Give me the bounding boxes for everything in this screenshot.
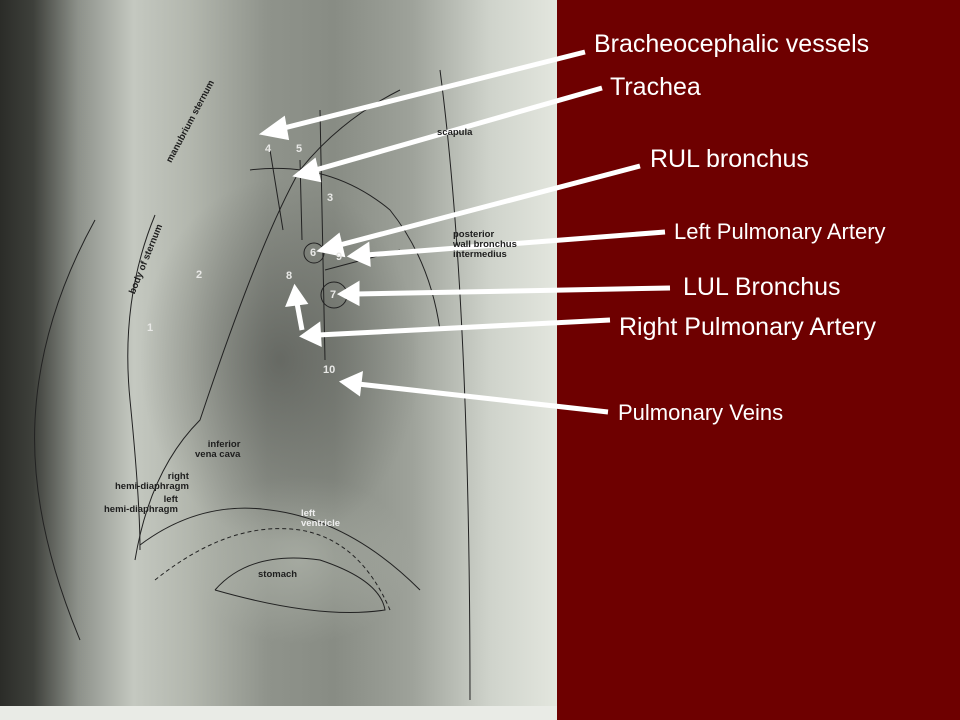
- label-left-pulmonary-artery: Left Pulmonary Artery: [674, 219, 886, 244]
- outline-sternum: [127, 214, 156, 551]
- lateral-chest-xray: [0, 0, 557, 720]
- arrow-rul: [335, 163, 641, 249]
- outline-lhd: [154, 528, 391, 611]
- arrow-lpa: [365, 229, 666, 258]
- arrow-pv: [357, 381, 609, 415]
- number-3: 3: [327, 192, 334, 204]
- label-scapula: scapula: [437, 127, 473, 138]
- number-8: 8: [286, 270, 293, 282]
- label-right-pulmonary-artery: Right Pulmonary Artery: [619, 313, 877, 341]
- arrow-brachiocephalic: [279, 49, 586, 132]
- image-border: [0, 706, 557, 720]
- label-pulmonary-veins: Pulmonary Veins: [618, 400, 784, 425]
- number-6: 6: [310, 247, 317, 259]
- number-9: 9: [336, 251, 343, 263]
- number-5: 5: [296, 143, 303, 155]
- number-4: 4: [265, 143, 272, 155]
- label-brachiocephalic-vessels: Bracheocephalic vessels: [594, 30, 870, 58]
- arrows: [258, 49, 671, 415]
- number-1: 1: [147, 322, 154, 334]
- outline-aorta: [249, 167, 441, 331]
- outline-heart: [134, 89, 401, 561]
- outline-spine: [439, 69, 471, 701]
- arrow-rpa: [317, 317, 611, 338]
- label-lul-bronchus: LUL Bronchus: [683, 273, 841, 301]
- arrow-lul: [355, 285, 671, 297]
- number-7: 7: [330, 289, 337, 301]
- label-trachea: Trachea: [610, 73, 701, 101]
- number-2: 2: [196, 269, 203, 281]
- label-rul-bronchus: RUL bronchus: [650, 145, 809, 173]
- outline-chest: [34, 219, 96, 641]
- outline-stomach: [214, 557, 386, 613]
- arrow-trachea: [311, 85, 603, 174]
- outline-rhd: [139, 507, 421, 591]
- number-10: 10: [323, 364, 336, 376]
- arrow-rpa-up: [294, 302, 305, 331]
- label-stomach: stomach: [258, 569, 298, 580]
